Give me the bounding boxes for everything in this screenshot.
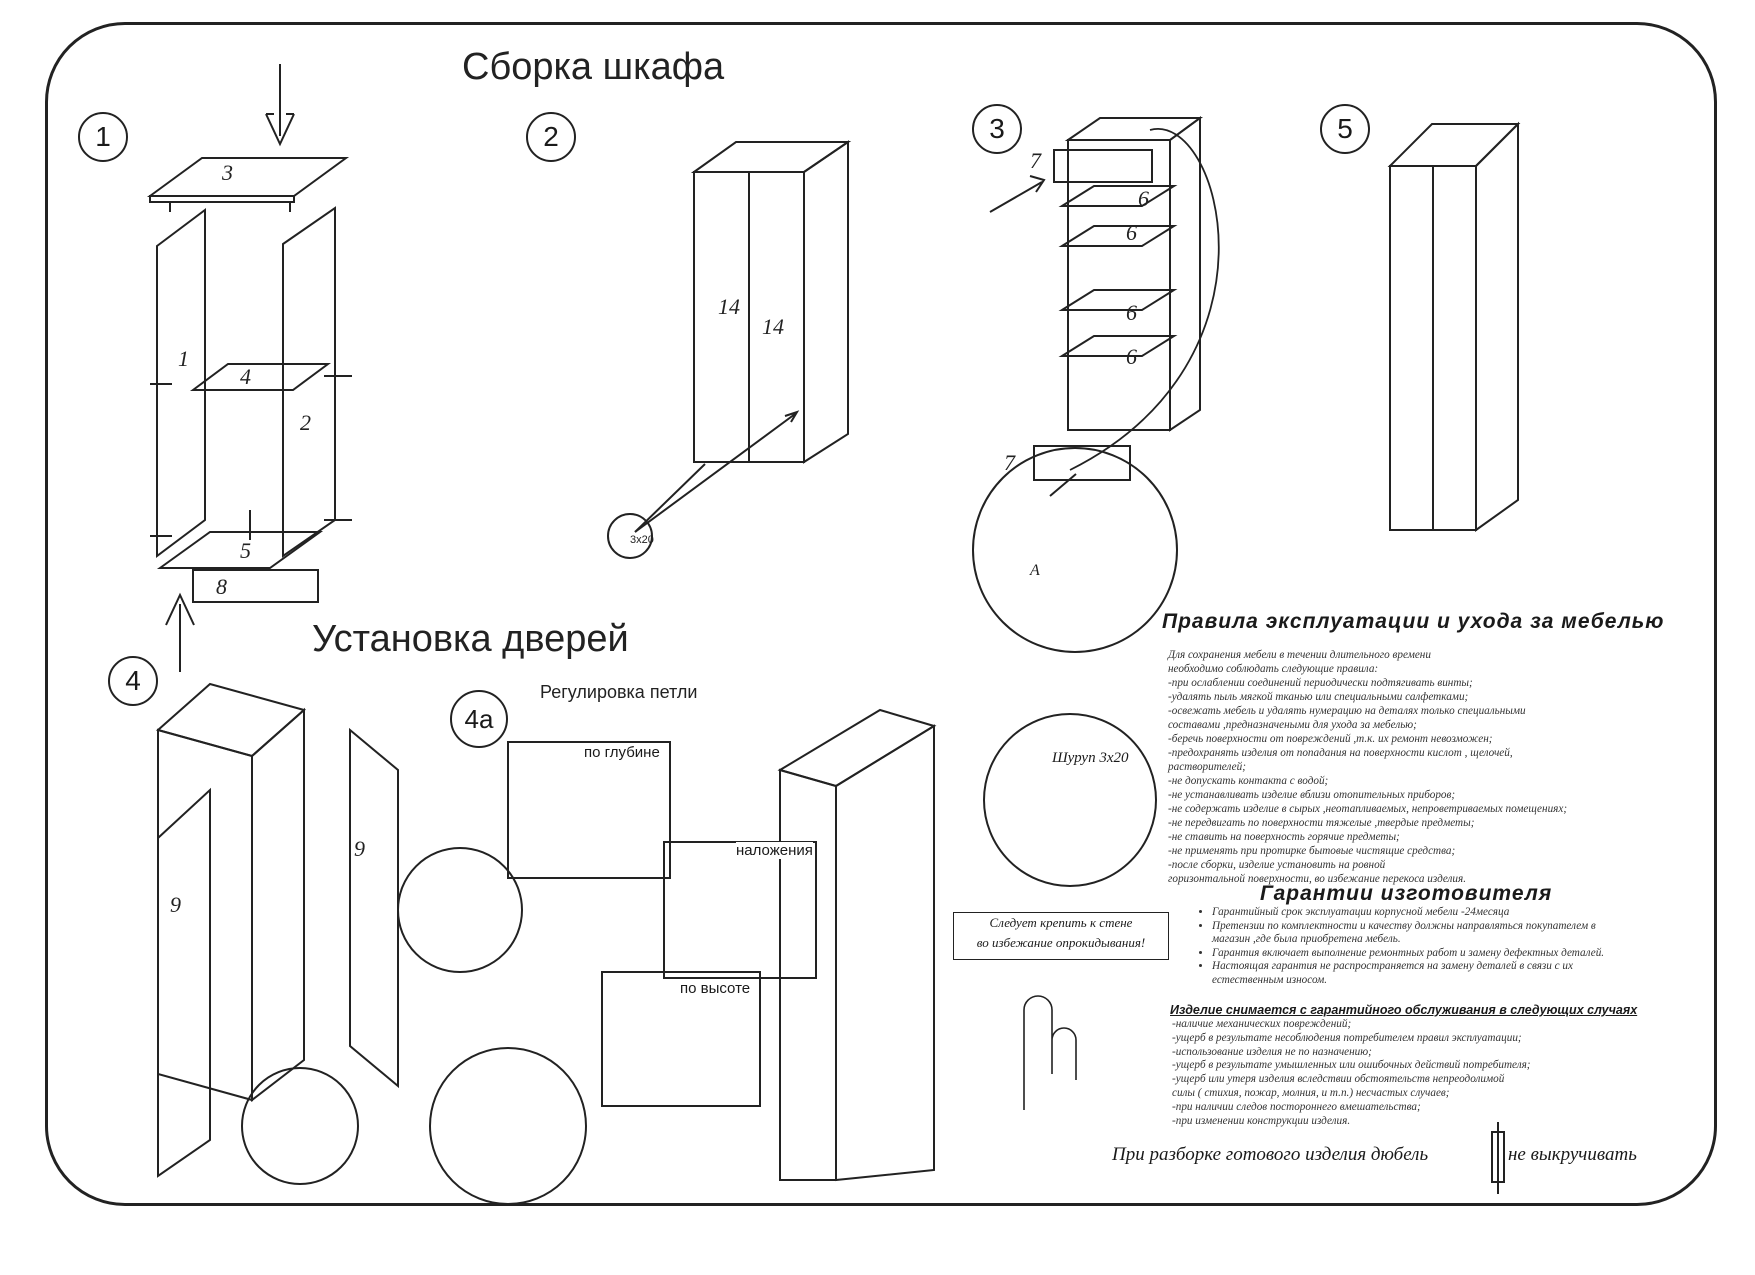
rules-item: -не устанавливать изделие вблизи отопите… [1168,789,1456,801]
footer-text-part2: не выкручивать [1508,1144,1637,1165]
wall-fixing-note-line1: Следует крепить к стене [989,915,1133,930]
rules-item: -предохранять изделия от попадания на по… [1168,747,1513,759]
title-doors: Установка дверей [312,618,629,660]
title-assembly: Сборка шкафа [462,46,725,88]
part-label-5: 5 [240,538,251,563]
exclusion-item: -при наличии следов постороннего вмешате… [1172,1100,1421,1113]
exclusions-title: Изделие снимается с гарантийного обслужи… [1170,1003,1638,1017]
part-label-4: 4 [240,364,251,389]
rules-item: горизонтальной поверхности, во избежание… [1168,873,1467,885]
part-label-3: 3 [222,160,233,185]
guarantee-item: Настоящая гарантия не распространяется н… [1212,960,1632,987]
step-number-4: 4 [108,656,158,706]
rules-item: -не содержать изделие в сырых ,неотаплив… [1168,803,1568,815]
guarantee-item: Претензии по комплектности и качеству до… [1212,920,1632,947]
step-number-5: 5 [1320,104,1370,154]
screw-size-label: 3x20 [630,534,654,546]
wall-fixing-drawing [777,708,1157,1182]
exclusions-list: -наличие механических повреждений; -ущер… [1172,1018,1531,1128]
rules-item: -не передвигать по поверхности тяжелые ,… [1168,817,1475,829]
step3-drawing [972,116,1220,653]
step-number-2: 2 [526,112,576,162]
step4-drawing [155,682,587,1205]
exclusion-item: -наличие механических повреждений; [1172,1018,1352,1030]
part-label-9-left: 9 [170,892,181,917]
screw-label: Шуруп 3х20 [1052,750,1129,766]
step-number-1: 1 [78,112,128,162]
dowel-icon [1491,1122,1505,1194]
step-number-4a: 4а [450,690,508,748]
step1-drawing [146,64,352,672]
exclusion-item: -ущерб или утеря изделия вследствии обст… [1172,1073,1505,1086]
exclusion-item: -ущерб в результате умышленных или ошибо… [1172,1059,1531,1072]
exclusion-item: -при изменении конструкции изделия. [1172,1114,1351,1127]
title-hinge-adjust: Регулировка петли [540,682,698,702]
part-label-2: 2 [300,410,311,435]
wall-fixing-note: Следует крепить к стене во избежание опр… [953,912,1169,960]
part-label-7-top: 7 [1030,148,1041,173]
rules-item: составами ,предназначеными для ухода за … [1168,719,1417,731]
guarantee-item: Гарантия включает выполнение ремонтных р… [1212,947,1632,961]
rules-item: -при ослаблении соединений периодически … [1168,677,1473,689]
rules-item: -освежать мебель и удалять нумерацию на … [1168,705,1526,717]
rules-item: -после сборки, изделие установить на ров… [1168,859,1386,871]
guarantee-item: Гарантийный срок эксплуатации корпусной … [1212,906,1632,920]
rules-item: -удалять пыль мягкой тканью или специаль… [1168,691,1469,703]
hinge-depth-label: по глубине [584,744,660,761]
footer-text-part1: При разборке готового изделия дюбель [1112,1144,1429,1165]
rules-item: растворителей; [1168,761,1246,773]
step-number-3: 3 [972,104,1022,154]
exclusion-item: -использование изделия не по назначению; [1172,1045,1372,1058]
part-label-7-bottom: 7 [1004,450,1015,475]
rules-item: Для сохранения мебели в течении длительн… [1168,649,1431,661]
rules-title: Правила эксплуатации и ухода за мебелью [1162,610,1665,633]
hinge-overlay-label: наложения [736,842,813,859]
part-label-6-d: 6 [1126,344,1137,369]
page-frame [45,22,1717,1206]
wall-fixing-note-line2: во избежание опрокидывания! [976,935,1146,950]
part-label-a: A [1030,562,1040,579]
rules-list: Для сохранения мебели в течении длительн… [1168,648,1688,886]
exclusion-item: -ущерб в результате несоблюдения потреби… [1172,1031,1522,1044]
rules-item: -не ставить на поверхность горячие предм… [1168,831,1400,843]
part-label-1: 1 [178,346,189,371]
step5-drawing [1387,121,1521,532]
part-label-14-left: 14 [718,294,740,319]
guarantee-title: Гарантии изготовителя [1260,882,1553,905]
part-label-8: 8 [216,574,227,599]
part-label-14-right: 14 [762,314,784,339]
exclusion-item: силы ( стихия, пожар, молния, и т.п.) не… [1172,1086,1450,1099]
hinge-boxes [507,741,817,1107]
part-label-6-a: 6 [1138,186,1149,211]
rules-item: -не допускать контакта с водой; [1168,775,1329,787]
part-label-9-right: 9 [354,836,365,861]
rules-item: -не применять при протирке бытовые чистя… [1168,845,1456,857]
rules-item: -беречь поверхности от повреждений ,т.к.… [1168,733,1493,745]
hinge-height-label: по высоте [680,980,751,997]
guarantee-list: Гарантийный срок эксплуатации корпусной … [1198,906,1632,987]
part-label-6-b: 6 [1126,220,1137,245]
step2-drawing [607,140,852,559]
rules-item: необходимо соблюдать следующие правила: [1168,663,1379,675]
part-label-6-c: 6 [1126,300,1137,325]
